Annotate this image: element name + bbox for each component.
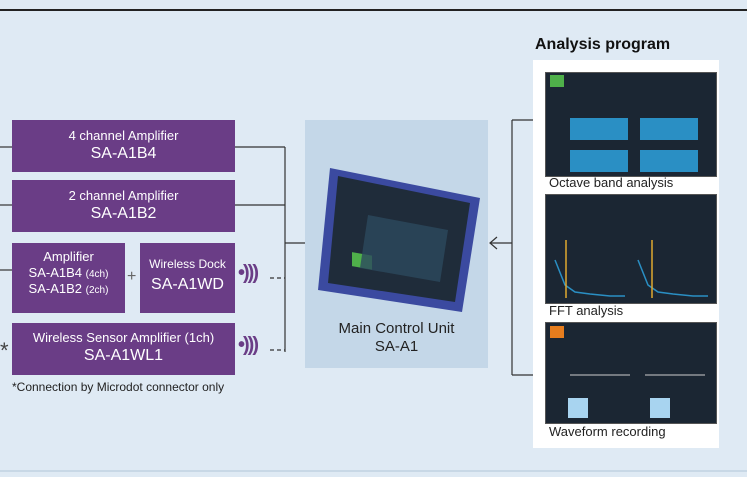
amp2-model: SA-A1B2	[90, 204, 157, 222]
main-unit-caption: Main Control Unit SA-A1	[305, 320, 488, 356]
plus-sign: +	[127, 268, 137, 285]
bottom-border	[0, 470, 747, 472]
wireless-amp-box: Wireless Sensor Amplifier (1ch) SA-A1WL1	[12, 323, 235, 375]
amp2-label: 2 channel Amplifier	[68, 188, 179, 203]
dock-box: Wireless Dock SA-A1WD	[140, 243, 235, 313]
analysis-title: Analysis program	[535, 36, 671, 53]
connection-note: *Connection by Microdot connector only	[12, 380, 225, 394]
wireless-signal-icon-2: •)))	[238, 334, 259, 356]
main-unit-label: Main Control Unit	[338, 320, 455, 337]
wireless-amp-label: Wireless Sensor Amplifier (1ch)	[32, 330, 215, 345]
amp-combo-b2: SA-A1B2 (2ch)	[28, 280, 109, 296]
wireless-signal-icon: •)))	[238, 262, 259, 284]
program-fft: FFT analysis	[549, 303, 624, 318]
program-octave: Octave band analysis	[549, 175, 674, 190]
amp-combo-b4: SA-A1B4 (4ch)	[28, 264, 109, 280]
dock-model: SA-A1WD	[151, 276, 224, 294]
dock-label: Wireless Dock	[149, 257, 226, 271]
amp4-model: SA-A1B4	[90, 144, 157, 162]
amp4-label: 4 channel Amplifier	[68, 128, 179, 143]
amp4-box: 4 channel Amplifier SA-A1B4	[12, 120, 235, 172]
amp2-box: 2 channel Amplifier SA-A1B2	[12, 180, 235, 232]
asterisk-mark: *	[0, 338, 9, 363]
top-border	[0, 9, 747, 11]
fft-screenshot	[545, 194, 717, 304]
wireless-amp-model: SA-A1WL1	[83, 346, 164, 364]
main-unit-model: SA-A1	[374, 338, 419, 355]
program-waveform: Waveform recording	[549, 424, 666, 439]
amp-combo-box: Amplifier SA-A1B4 (4ch) SA-A1B2 (2ch)	[12, 243, 125, 313]
amp-combo-label: Amplifier	[43, 249, 94, 264]
